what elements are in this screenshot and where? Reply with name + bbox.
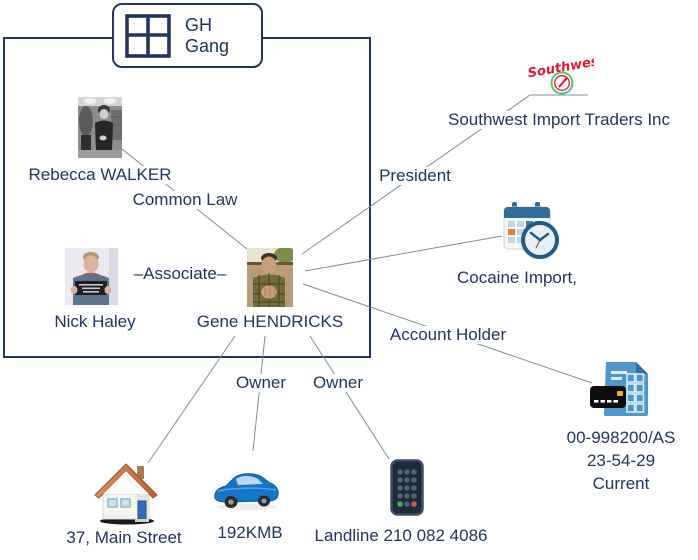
entity-label-bank-account-line3[interactable]: Current: [590, 474, 652, 494]
entity-label-rebecca-walker[interactable]: Rebecca WALKER: [26, 165, 174, 185]
entity-nick-haley[interactable]: [65, 248, 118, 305]
group-title: GH Gang: [184, 14, 230, 56]
entity-label-nick-haley[interactable]: Nick Haley: [52, 312, 138, 332]
link-line-president[interactable]: [301, 94, 588, 255]
rebecca-photo: [78, 97, 122, 158]
entity-label-gene-hendricks[interactable]: Gene HENDRICKS: [194, 312, 346, 332]
link-label-owner-car[interactable]: Owner: [233, 373, 289, 393]
entity-label-phone[interactable]: Landline 210 082 4086: [312, 526, 490, 546]
house-icon: [94, 463, 158, 525]
link-label-associate[interactable]: –Associate–: [131, 264, 229, 284]
southwest-logo-icon: Southwest: [527, 53, 607, 95]
entity-southwest-import-traders[interactable]: Southwest: [524, 50, 607, 103]
entity-gene-hendricks[interactable]: [247, 248, 293, 307]
entity-house[interactable]: [91, 458, 161, 531]
link-label-common-law[interactable]: Common Law: [130, 190, 240, 210]
car-icon: [214, 473, 279, 511]
gene-photo: [247, 248, 293, 307]
entity-phone[interactable]: [390, 459, 424, 521]
entity-label-house[interactable]: 37, Main Street: [64, 528, 184, 548]
entity-label-car[interactable]: 192KMB: [215, 523, 285, 543]
entity-rebecca-walker[interactable]: [78, 97, 122, 158]
link-line-cocaine-import[interactable]: [304, 235, 503, 272]
link-label-owner-phone[interactable]: Owner: [310, 373, 366, 393]
nick-photo: [65, 248, 118, 305]
entity-label-bank-account-line1[interactable]: 00-998200/AS: [564, 428, 678, 448]
entity-bank-account[interactable]: [590, 360, 650, 427]
entity-label-southwest-import-traders[interactable]: Southwest Import Traders Inc: [445, 110, 673, 130]
link-label-account-holder[interactable]: Account Holder: [387, 325, 509, 345]
group-grid-icon: [125, 13, 171, 58]
bank-account-icon: [590, 362, 648, 416]
calendar-clock-icon: [503, 202, 559, 259]
entity-label-bank-account-line2[interactable]: 23-54-29: [584, 451, 658, 471]
entity-car[interactable]: [210, 466, 282, 519]
phone-icon: [390, 459, 424, 516]
entity-cocaine-import[interactable]: [502, 202, 560, 269]
link-line-owner-phone[interactable]: [309, 335, 390, 460]
entity-label-cocaine-import[interactable]: Cocaine Import,: [455, 268, 579, 288]
link-line-owner-house[interactable]: [147, 335, 236, 464]
group-entity-gh-gang[interactable]: GH Gang: [112, 3, 263, 68]
link-label-president[interactable]: President: [377, 166, 453, 186]
link-line-owner-car[interactable]: [252, 335, 266, 452]
